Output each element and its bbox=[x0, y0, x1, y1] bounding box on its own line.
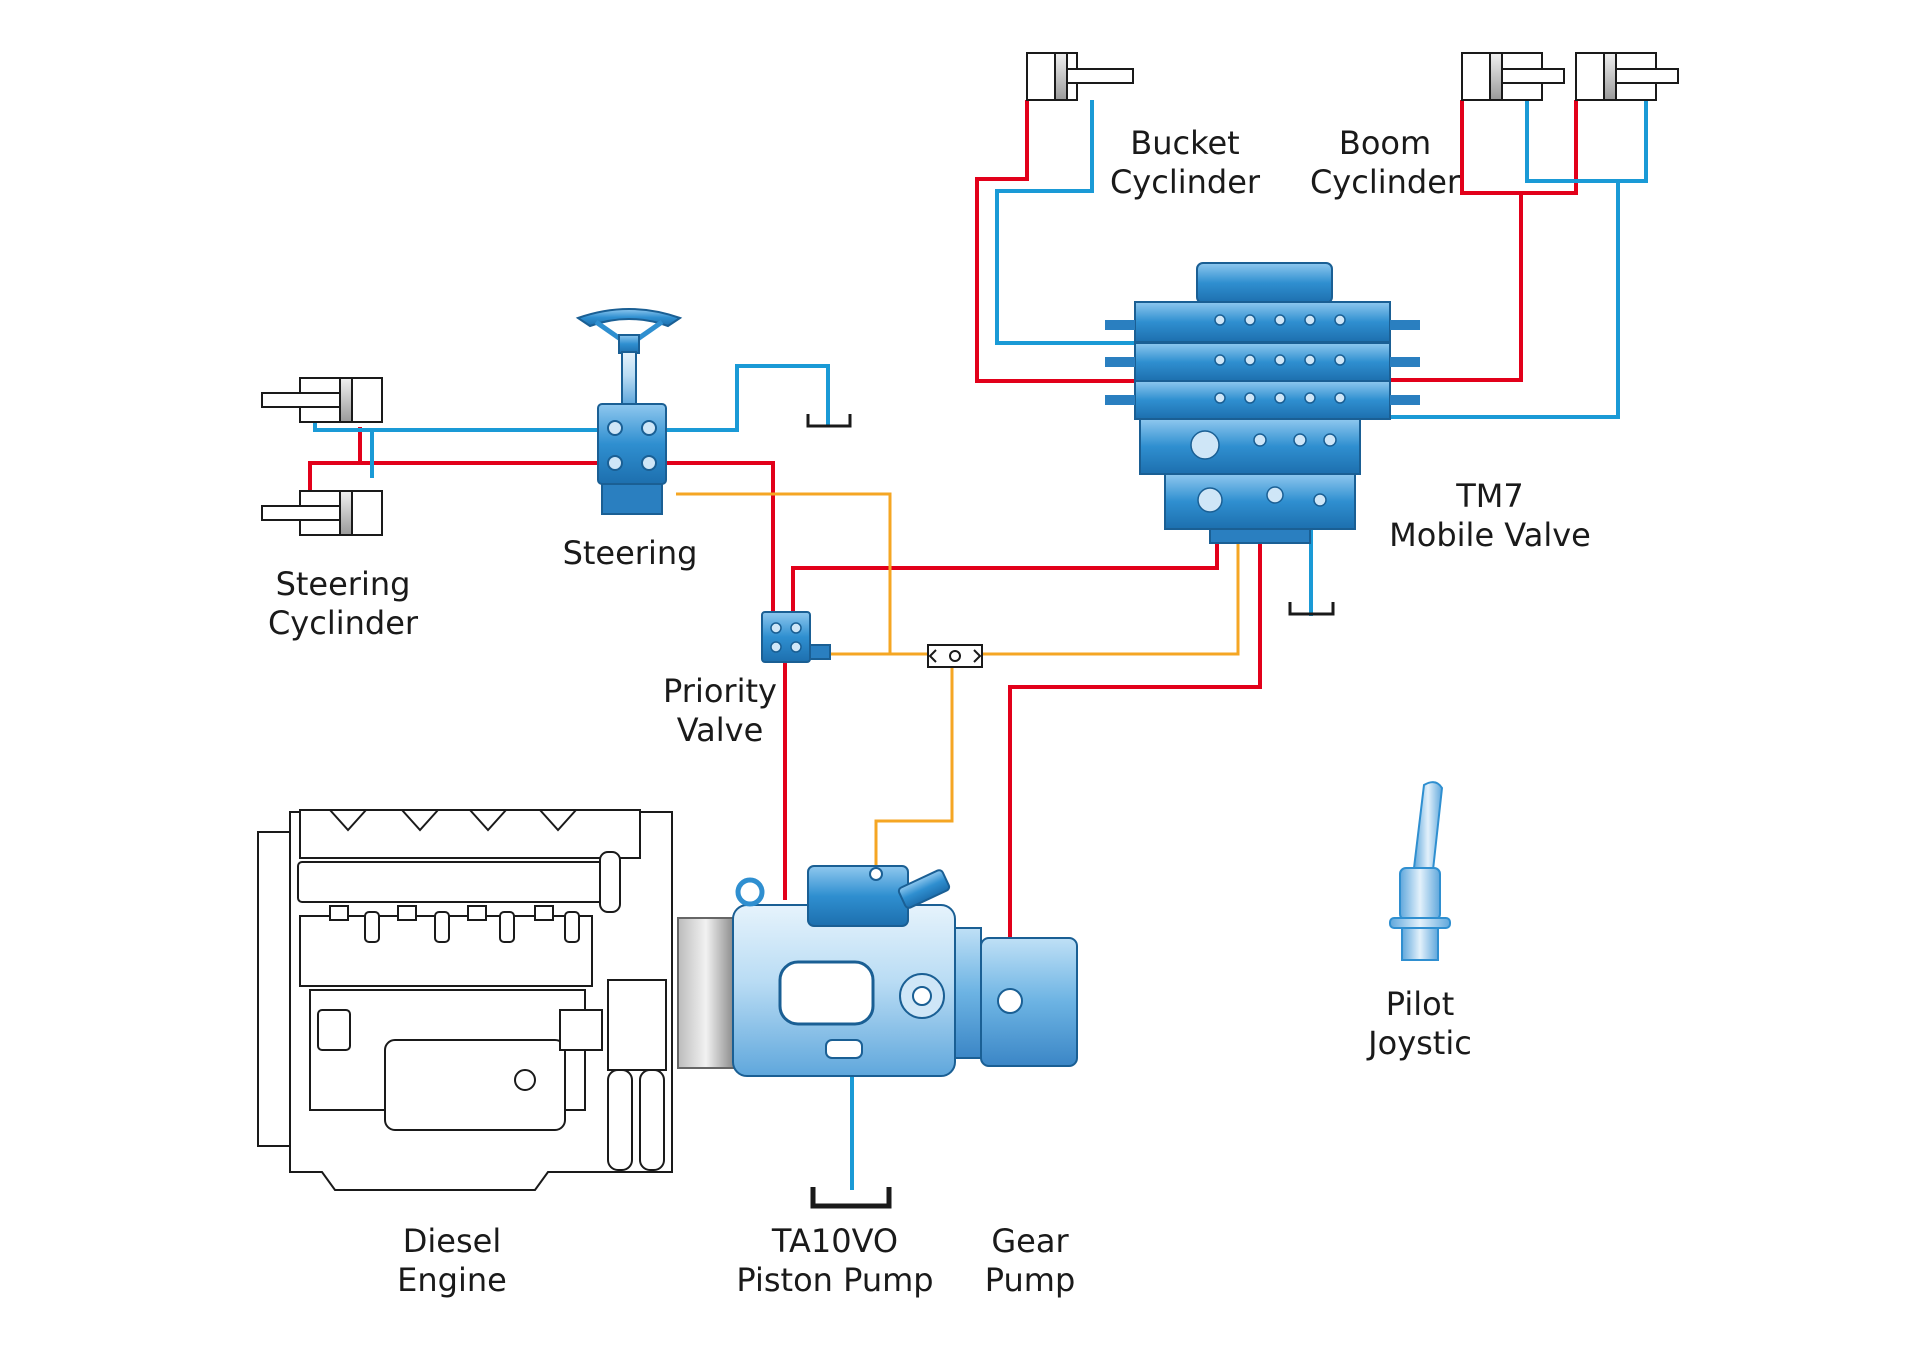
pilot-joystick-label: Pilot Joystic bbox=[1340, 985, 1500, 1063]
label-line: TM7 bbox=[1456, 477, 1524, 515]
label-line: TA10VO bbox=[771, 1222, 899, 1260]
label-line: Piston Pump bbox=[736, 1261, 934, 1299]
joystick-icon bbox=[1389, 781, 1451, 961]
pump-pilot-line bbox=[874, 654, 954, 874]
label-line: Mobile Valve bbox=[1389, 516, 1591, 554]
label-line: Pilot bbox=[1385, 985, 1455, 1023]
steering-cylinder-lower bbox=[261, 490, 383, 536]
steering-tank-line bbox=[660, 364, 830, 432]
boom-cylinder-left bbox=[1461, 52, 1565, 101]
steering-pilot-line bbox=[676, 492, 892, 654]
steering-unit bbox=[575, 308, 683, 515]
steering-cylinder-upper bbox=[261, 377, 383, 423]
pressure-lines bbox=[308, 100, 1578, 1001]
priority-to-valve-line bbox=[791, 525, 1219, 612]
bucket-cylinder bbox=[1026, 52, 1134, 101]
boom-pressure-line-b bbox=[1390, 193, 1523, 382]
label-line: Boom bbox=[1338, 124, 1432, 162]
steering-cylinder-return-line bbox=[313, 420, 660, 432]
steering-cylinder-label: Steering Cyclinder bbox=[258, 565, 428, 643]
tm7-valve-label: TM7 Mobile Valve bbox=[1375, 477, 1605, 555]
shuttle-valve-icon bbox=[927, 644, 983, 668]
label-line: Valve bbox=[676, 711, 764, 749]
label-line: Engine bbox=[397, 1261, 507, 1299]
bucket-pressure-line bbox=[975, 100, 1135, 383]
gear-pump-pressure-line bbox=[1008, 525, 1262, 1001]
priority-valve bbox=[761, 611, 831, 663]
steering-wheel-icon bbox=[575, 308, 683, 354]
label-line: Cyclinder bbox=[1309, 163, 1461, 201]
gear-pump bbox=[954, 927, 1078, 1067]
label-line: Pump bbox=[984, 1261, 1076, 1299]
tm7-mobile-valve bbox=[1105, 262, 1420, 544]
priority-valve-label: Priority Valve bbox=[640, 672, 800, 750]
diesel-engine-label: Diesel Engine bbox=[372, 1222, 532, 1300]
label-line: Cyclinder bbox=[1109, 163, 1261, 201]
bucket-cylinder-label: Bucket Cyclinder bbox=[1100, 124, 1270, 202]
boom-return-line-a bbox=[1525, 100, 1648, 183]
label-line: Diesel bbox=[402, 1222, 502, 1260]
label-line: Joystic bbox=[1368, 1024, 1472, 1062]
tank-symbol-icon bbox=[1288, 602, 1335, 616]
boom-cylinder-right bbox=[1575, 52, 1679, 101]
label-line: Cyclinder bbox=[267, 604, 419, 642]
piston-pump-label: TA10VO Piston Pump bbox=[725, 1222, 945, 1300]
piston-pump bbox=[677, 865, 956, 1077]
tank-symbol-icon bbox=[806, 414, 852, 428]
diesel-engine bbox=[257, 809, 673, 1191]
label-line: Steering bbox=[275, 565, 411, 603]
boom-cylinder-label: Boom Cyclinder bbox=[1300, 124, 1470, 202]
label-line: Gear bbox=[991, 1222, 1069, 1260]
return-lines bbox=[313, 100, 1648, 1190]
bucket-return-line bbox=[995, 100, 1135, 345]
gear-pump-label: Gear Pump bbox=[960, 1222, 1100, 1300]
label-line: Bucket bbox=[1130, 124, 1240, 162]
tank-symbol-icon bbox=[810, 1187, 892, 1209]
label-line: Priority bbox=[663, 672, 777, 710]
steering-pressure-line bbox=[316, 461, 775, 612]
steering-label: Steering bbox=[545, 534, 715, 573]
label-line: Steering bbox=[562, 534, 698, 572]
boom-return-line-b bbox=[1390, 181, 1620, 419]
